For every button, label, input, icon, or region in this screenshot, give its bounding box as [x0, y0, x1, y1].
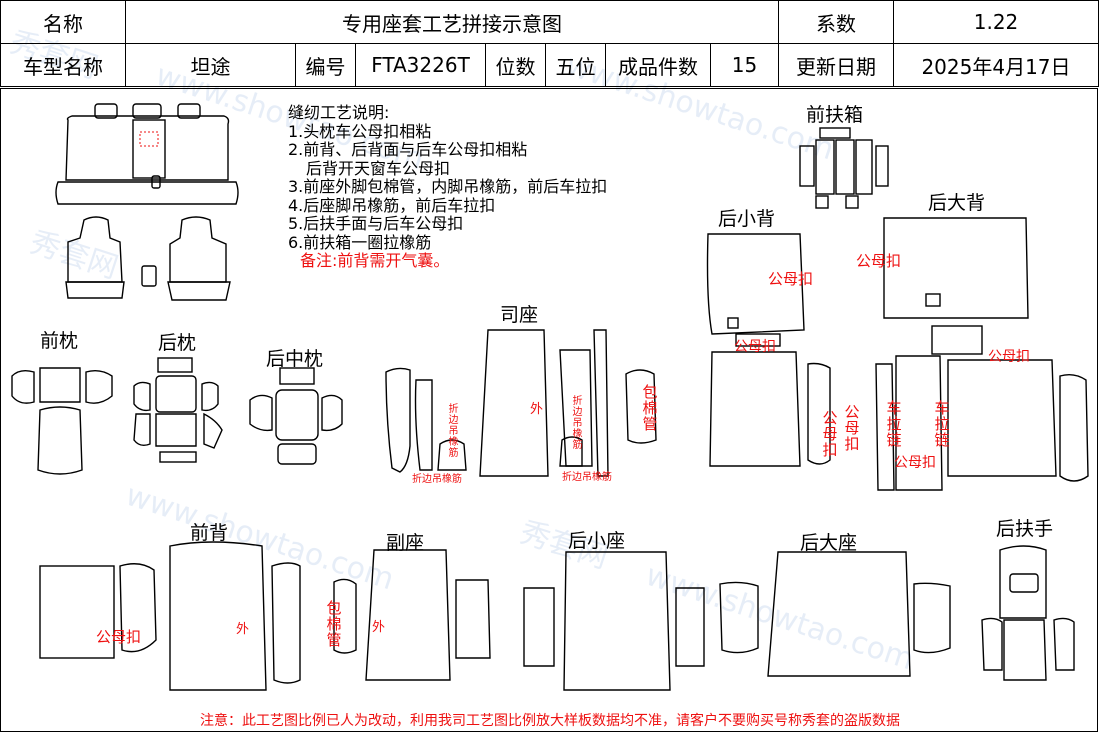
annotation-snap: 公母扣	[96, 628, 142, 646]
label-rear-small-seat: 后小座	[568, 530, 626, 552]
rear-center-strips	[807, 355, 1089, 491]
label-rear-headrest: 后枕	[158, 332, 197, 354]
notes-remark: 备注:前背需开气囊。	[300, 251, 450, 270]
notes-title: 缝纫工艺说明:	[288, 103, 390, 122]
label-front-armbox: 前扶箱	[806, 104, 864, 126]
drawing-frame	[0, 88, 1098, 732]
code-label: 编号	[295, 43, 356, 87]
name-label: 名称	[0, 0, 126, 44]
seats-value: 五位	[545, 43, 606, 87]
car-value: 坦途	[125, 43, 296, 87]
label-driver-seat: 司座	[500, 304, 539, 326]
rear-bench-thumbnail	[55, 103, 239, 205]
annotation-outer: 外	[530, 402, 544, 417]
annotation-zipper-vertical: 车拉链	[934, 399, 950, 449]
annotation-snap-vertical: 公母扣	[844, 403, 860, 453]
annotation-snap: 公母扣	[734, 339, 776, 355]
label-passenger-seat: 副座	[386, 532, 425, 554]
annotation-fold-elastic-vertical: 折边吊橡筋	[448, 404, 459, 459]
annotation-cotton-tube-vertical: 包棉管	[326, 599, 342, 649]
annotation-outer: 外	[372, 620, 386, 635]
rear-small-back-piece	[706, 233, 805, 467]
date-label: 更新日期	[778, 43, 894, 87]
annotation-zipper-vertical: 车拉链	[886, 399, 902, 449]
seats-label: 位数	[485, 43, 546, 87]
annotation-snap-vertical: 公母扣	[822, 409, 838, 459]
annotation-fold-elastic: 折边吊橡筋	[562, 472, 612, 483]
note-item: 2.前背、后背面与后车公母扣相粘	[288, 140, 528, 159]
note-item: 后背开天窗车公母扣	[306, 158, 451, 178]
rear-big-back-piece	[883, 217, 1029, 355]
car-label: 车型名称	[0, 43, 126, 87]
annotation-fold-elastic: 折边吊橡筋	[412, 474, 462, 485]
front-back-pieces	[39, 541, 301, 691]
rear-big-seat-pieces	[719, 551, 951, 677]
label-rear-big-back: 后大背	[928, 192, 986, 214]
label-rear-armrest: 后扶手	[996, 518, 1054, 540]
note-item: 1.头枕车公母扣相粘	[288, 121, 432, 141]
annotation-outer: 外	[236, 622, 250, 637]
label-front-back: 前背	[190, 522, 229, 544]
footer-warning: 注意：此工艺图比例已人为改动，利用我司工艺图比例放大样板数据均不准，请客户不要购…	[200, 713, 900, 729]
note-item: 5.后扶手面与后车公母扣	[288, 214, 464, 233]
page-title: 专用座套工艺拼接示意图	[125, 0, 779, 44]
annotation-snap: 公母扣	[768, 270, 814, 288]
annotation-fold-elastic-vertical: 折边吊橡筋	[572, 396, 583, 451]
driver-seat-pieces	[385, 329, 657, 477]
note-item: 6.前扶箱一圈拉橡筋	[288, 232, 432, 252]
annotation-cotton-tube-vertical: 包棉管	[642, 383, 658, 433]
front-seats-thumbnail	[65, 216, 231, 301]
note-item: 3.前座外脚包棉管，内脚吊橡筋，前后车拉扣	[288, 177, 608, 196]
front-headrest-pieces	[11, 367, 113, 475]
coef-label: 系数	[778, 0, 894, 44]
rear-armrest-pieces	[981, 545, 1075, 681]
annotation-snap: 公母扣	[856, 252, 902, 270]
rear-small-seat-pieces	[523, 551, 705, 691]
front-armbox-pieces	[799, 127, 889, 209]
code-value: FTA3226T	[355, 43, 486, 87]
label-rear-small-back: 后小背	[718, 208, 776, 230]
note-item: 4.后座脚吊橡筋，前后车拉扣	[288, 195, 496, 215]
annotation-snap: 公母扣	[894, 455, 936, 471]
sewing-notes: 缝纫工艺说明: 1.头枕车公母扣相粘 2.前背、后背面与后车公母扣相粘 后背开天…	[288, 103, 608, 271]
rear-headrest-pieces	[133, 357, 223, 463]
date-value: 2025年4月17日	[893, 43, 1099, 87]
header-table: 名称 专用座套工艺拼接示意图 系数 1.22 车型名称 坦途 编号 FTA322…	[0, 0, 1099, 87]
label-rear-big-seat: 后大座	[800, 532, 858, 554]
label-front-headrest: 前枕	[40, 330, 79, 352]
pieces-value: 15	[710, 43, 779, 87]
label-rear-middle-headrest: 后中枕	[266, 348, 324, 370]
pieces-label: 成品件数	[605, 43, 711, 87]
annotation-snap: 公母扣	[988, 349, 1030, 365]
rear-middle-headrest-pieces	[249, 367, 343, 465]
passenger-seat-pieces	[333, 549, 491, 681]
